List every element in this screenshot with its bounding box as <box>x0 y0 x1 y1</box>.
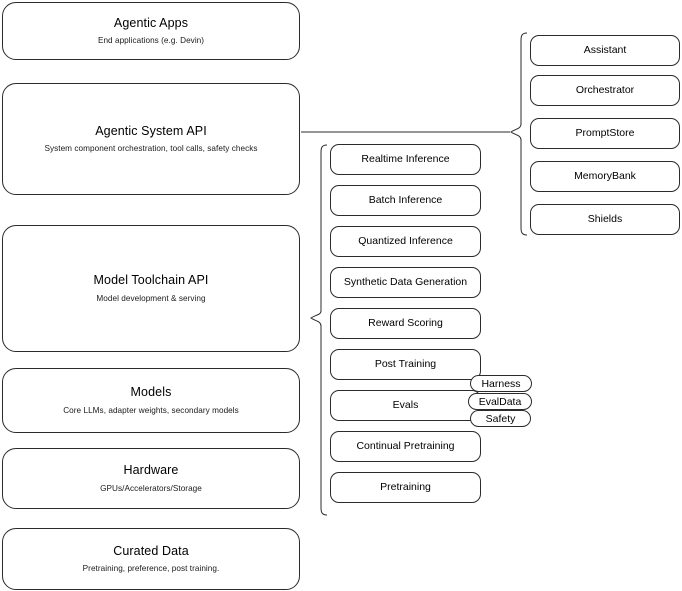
component-box-assistant[interactable]: Assistant <box>530 35 680 66</box>
capability-label: Realtime Inference <box>361 152 450 165</box>
capability-box-post-training[interactable]: Post Training <box>330 349 481 380</box>
layer-title: Model Toolchain API <box>93 273 209 288</box>
layer-box-models[interactable]: Models Core LLMs, adapter weights, secon… <box>2 368 300 433</box>
layer-title: Hardware <box>123 463 179 478</box>
component-label: Shields <box>587 212 623 225</box>
evals-pill-safety[interactable]: Safety <box>470 410 531 427</box>
capability-box-quantized-inference[interactable]: Quantized Inference <box>330 226 481 257</box>
evals-pill-label: Harness <box>481 377 521 390</box>
layer-box-agentic-apps[interactable]: Agentic Apps End applications (e.g. Devi… <box>2 2 300 60</box>
evals-pill-evaldata[interactable]: EvalData <box>468 393 532 410</box>
layer-description: Model development & serving <box>96 293 206 303</box>
layer-description: End applications (e.g. Devin) <box>97 36 205 46</box>
capability-label: Post Training <box>374 357 437 370</box>
capability-label: Evals <box>392 398 419 411</box>
capability-label: Synthetic Data Generation <box>343 275 468 288</box>
component-label: PromptStore <box>575 126 635 139</box>
layer-box-hardware[interactable]: Hardware GPUs/Accelerators/Storage <box>2 448 300 509</box>
component-box-promptstore[interactable]: PromptStore <box>530 118 680 149</box>
capability-box-pretraining[interactable]: Pretraining <box>330 472 481 503</box>
layer-title: Models <box>130 385 172 400</box>
capability-box-evals[interactable]: Evals <box>330 390 481 421</box>
layer-description: Pretraining, preference, post training. <box>82 564 220 574</box>
capability-label: Continual Pretraining <box>356 439 455 452</box>
capability-label: Batch Inference <box>368 193 443 206</box>
component-label: Assistant <box>583 43 627 56</box>
capability-box-reward-scoring[interactable]: Reward Scoring <box>330 308 481 339</box>
layer-box-model-toolchain-api[interactable]: Model Toolchain API Model development & … <box>2 225 300 352</box>
capability-label: Reward Scoring <box>368 316 443 329</box>
component-box-memorybank[interactable]: MemoryBank <box>530 161 680 192</box>
capability-box-synthetic-data-generation[interactable]: Synthetic Data Generation <box>330 267 481 298</box>
evals-pill-label: EvalData <box>478 395 522 408</box>
brace-toolchain-capabilities <box>310 144 328 516</box>
brace-system-components <box>510 32 528 236</box>
layer-title: Curated Data <box>113 543 189 558</box>
layer-description: GPUs/Accelerators/Storage <box>100 483 202 493</box>
capability-box-batch-inference[interactable]: Batch Inference <box>330 185 481 216</box>
evals-pill-harness[interactable]: Harness <box>470 375 532 392</box>
component-box-shields[interactable]: Shields <box>530 204 680 235</box>
evals-pill-label: Safety <box>485 412 516 425</box>
layer-description: System component orchestration, tool cal… <box>44 144 258 154</box>
layer-description: Core LLMs, adapter weights, secondary mo… <box>63 405 239 415</box>
capability-box-realtime-inference[interactable]: Realtime Inference <box>330 144 481 175</box>
capability-label: Pretraining <box>380 480 431 493</box>
component-label: Orchestrator <box>575 83 635 96</box>
capability-label: Quantized Inference <box>358 234 453 247</box>
capability-box-continual-pretraining[interactable]: Continual Pretraining <box>330 431 481 462</box>
layer-title: Agentic System API <box>95 123 207 138</box>
component-box-orchestrator[interactable]: Orchestrator <box>530 75 680 106</box>
layer-title: Agentic Apps <box>113 15 189 30</box>
layer-box-curated-data[interactable]: Curated Data Pretraining, preference, po… <box>2 528 300 590</box>
component-label: MemoryBank <box>574 169 636 182</box>
layer-box-agentic-system-api[interactable]: Agentic System API System component orch… <box>2 83 300 195</box>
